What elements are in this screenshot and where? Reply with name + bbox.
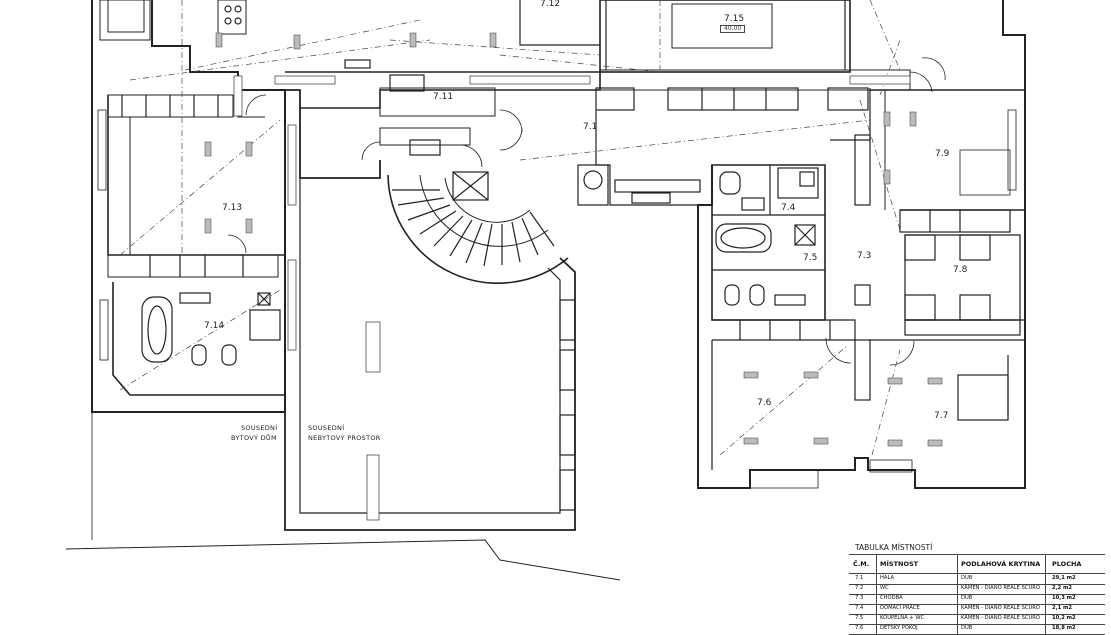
table-cell: DĚTSKÝ POKOJ [880, 625, 918, 631]
neighbour-house-label-line1: SOUSEDNÍ [241, 424, 278, 432]
table-cell: KÁMEN - DIANO REALE SCURO [961, 585, 1040, 591]
room-label-7-15-area: 40,00 [720, 25, 746, 33]
table-cell: HALA [880, 575, 895, 581]
table-cell: KÁMEN - DIANO REALE SCURO [961, 605, 1040, 611]
neighbour-space-outline [284, 89, 576, 531]
table-cell: KOUPELNA + WC [880, 615, 925, 621]
table-cell: 7.3 [855, 595, 864, 601]
table-cell: 18,8 m2 [1052, 625, 1076, 631]
room-label-7-3: 7.3 [857, 251, 872, 261]
room-label-7-4: 7.4 [781, 203, 796, 213]
room-label-7-8: 7.8 [953, 265, 968, 275]
table-cell: 7.2 [855, 585, 864, 591]
room-label-7-13: 7.13 [222, 203, 243, 213]
table-cell: 10,2 m2 [1052, 615, 1076, 621]
ground-line [65, 539, 621, 581]
table-cell: 2,2 m2 [1052, 585, 1073, 591]
table-cell: 7.5 [855, 615, 864, 621]
room-label-7-6: 7.6 [757, 398, 772, 408]
col-header-floor: PODLAHOVÁ KRYTINA [961, 560, 1041, 568]
col-header-area: PLOCHA [1052, 560, 1082, 568]
room-label-7-15: 7.15 [724, 14, 745, 24]
right-wing-outline [697, 0, 1026, 489]
neighbour-house-label-line2: BYTOVÝ DŮM [231, 434, 277, 442]
table-cell: DUB [961, 625, 973, 631]
table-cell: 29,1 m2 [1052, 575, 1076, 581]
room-label-7-14: 7.14 [204, 321, 225, 331]
table-cell: 2,1 m2 [1052, 605, 1073, 611]
table-cell: DOMÁCÍ PRÁCE [880, 605, 920, 611]
spiral-stair [387, 174, 569, 284]
table-cell: 7.1 [855, 575, 864, 581]
table-cell: KÁMEN - DIANO REALE SCURO [961, 615, 1040, 621]
table-cell: DUB [961, 575, 973, 581]
table-cell: WC [880, 585, 889, 591]
neighbour-space-label-line1: SOUSEDNÍ [308, 424, 345, 432]
table-cell: 10,3 m2 [1052, 595, 1076, 601]
room-schedule-table: TABULKA MÍSTNOSTÍ Č.M. MÍSTNOST PODLAHOV… [849, 543, 1111, 635]
col-header-number: Č.M. [853, 560, 870, 568]
table-cell: CHODBA [880, 595, 903, 601]
table-cell: 7.6 [855, 625, 864, 631]
room-label-7-5: 7.5 [803, 253, 818, 263]
neighbour-space-label-line2: NEBYTOVÝ PROSTOR [308, 434, 381, 442]
room-label-7-7: 7.7 [934, 411, 949, 421]
col-header-room: MÍSTNOST [880, 560, 919, 568]
room-table-title: TABULKA MÍSTNOSTÍ [855, 543, 933, 552]
room-label-7-12: 7.12 [540, 0, 561, 9]
table-cell: 7.4 [855, 605, 864, 611]
room-label-7-1: 7.1 [583, 122, 598, 132]
room-label-7-9: 7.9 [935, 149, 950, 159]
table-cell: DUB [961, 595, 973, 601]
room-label-7-11: 7.11 [433, 92, 454, 102]
left-wing-outline [91, 0, 286, 413]
